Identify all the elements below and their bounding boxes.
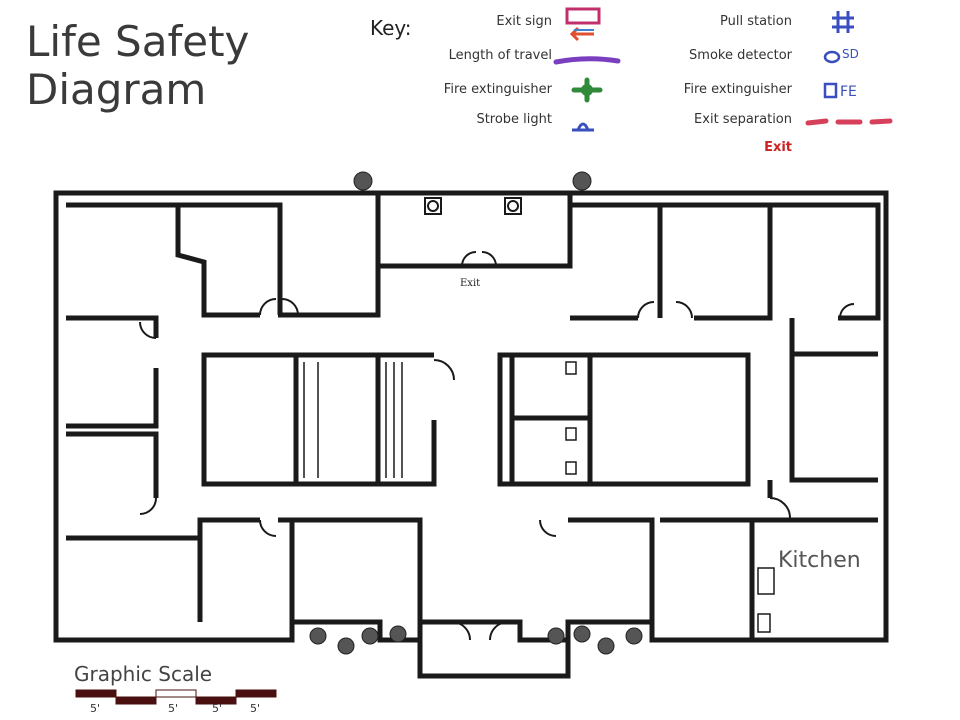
door-left-2 [139,497,157,515]
shrub [361,627,379,645]
door-bottom-center-left [451,621,471,641]
counter-lines [303,362,319,478]
kitchen-appliance-2 [757,613,771,633]
scale-bar [195,696,237,705]
key-label-strobe-light: Strobe light [476,112,552,127]
door-bottom-right [539,519,557,537]
shrub [572,171,592,191]
shrub [547,627,565,645]
door-exit-top-right [481,251,497,267]
wall-left-column [66,315,260,541]
key-heading: Key: [370,16,412,40]
smoke-detector-icon: SD [823,47,859,64]
shrub [309,627,327,645]
kitchen-label: Kitchen [778,548,861,573]
wall-top-left-2 [178,202,283,315]
plan-exit-label: Exit [460,278,481,289]
door-right-kitchen [769,497,791,519]
svg-text:SD: SD [842,47,859,61]
shrub [389,625,407,643]
door-exit-top-left [461,251,477,267]
door-top-right-a [637,301,655,319]
toilet-2 [565,427,577,441]
vestibule-fixture-right [504,197,522,215]
pull-station-icon [832,11,854,33]
exit-sign-icon [565,7,601,42]
door-left-1 [139,321,157,339]
key-label-smoke-detector: Smoke detector [689,48,792,63]
wall-bottom-left-rooms [197,517,423,622]
scale-tick-1: 5' [90,702,101,715]
stair-lines [385,362,403,478]
door-bottom-center-right [489,621,509,641]
scale-bar [75,689,117,698]
shrub [625,627,643,645]
fire-extinguisher-icon [571,77,603,103]
kitchen-appliance-1 [757,567,775,595]
door-center-room [433,359,455,381]
shrub [337,637,355,655]
toilet-1 [565,361,577,375]
scale-tick-3: 5' [212,702,223,715]
door-top-right-b [675,301,693,319]
wall-top-right-rooms [567,202,881,321]
outer-wall [53,190,889,643]
shrub [573,625,591,643]
door-top-left-a [259,298,277,316]
scale-tick-4: 5' [250,702,261,715]
wall-center-left-room-2 [296,352,381,487]
graphic-scale-title: Graphic Scale [74,662,213,686]
key-label-exit-separation: Exit separation [694,112,792,127]
title-line-1: Life Safety [26,17,250,66]
key-label-length-of-travel: Length of travel [448,48,552,63]
key-label-exit-sign: Exit sign [496,14,552,29]
door-right-upper [839,303,855,319]
wall-bottom-right-rooms [568,517,766,640]
wall-center-right-room [590,352,751,487]
door-top-left-b [281,298,299,316]
vestibule-fixture-left [424,197,442,215]
scale-tick-2: 5' [168,702,179,715]
title-line-2: Diagram [26,65,207,114]
key-label-fire-extinguisher: Fire extinguisher [443,82,552,97]
exit-separation-icon [805,118,893,126]
shrub [597,637,615,655]
toilet-3 [565,461,577,475]
scale-bar [155,689,197,698]
shrub [353,171,373,191]
strobe-light-icon [572,122,594,132]
wall-entry-bottom [417,622,571,679]
key-label-pull-station: Pull station [720,14,792,29]
key-label-exit: Exit [764,140,792,155]
scale-bar [115,696,157,705]
fire-extinguisher-fe-icon: FE [823,82,857,100]
wall-right-column [766,318,878,523]
page-title: Life Safety Diagram [26,18,249,114]
scale-bar [235,689,277,698]
wall-top-left-rooms [66,202,381,318]
door-bottom-left [259,519,277,537]
key-label-fire-extinguisher-fe: Fire extinguisher [683,82,792,97]
wall-center-room-3 [378,352,437,487]
svg-text:FE: FE [840,84,857,100]
wall-center-left-room-1 [201,352,299,487]
travel-length-icon [553,56,621,65]
